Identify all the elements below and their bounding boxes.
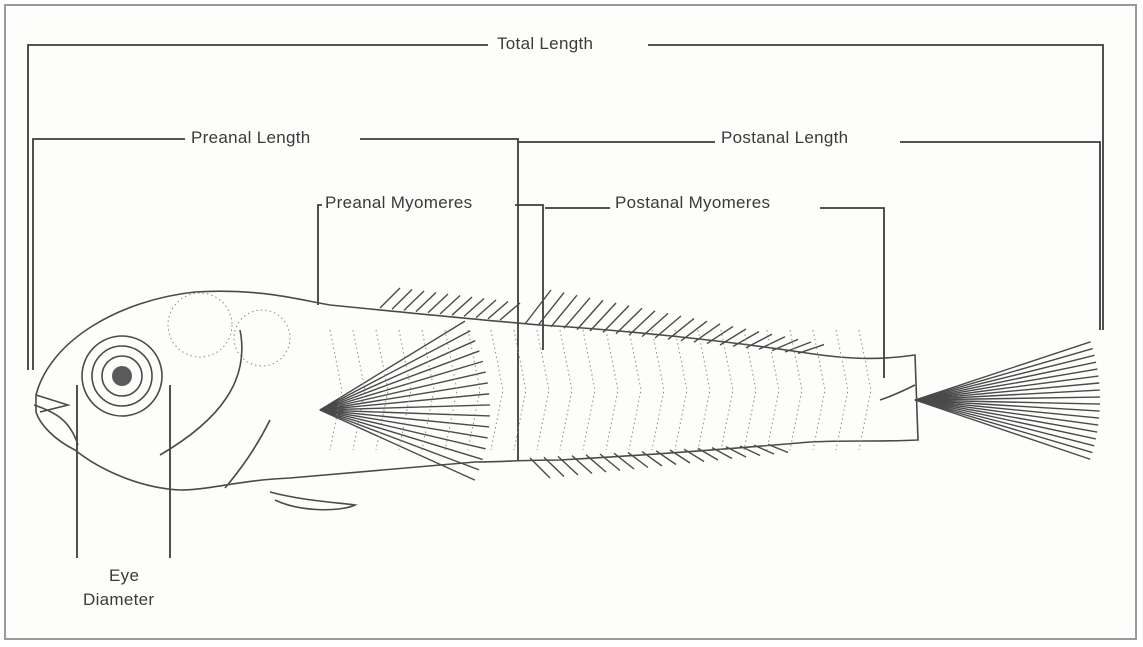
preanal-myomeres-label: Preanal Myomeres (322, 193, 475, 213)
postanal-length-bracket (518, 142, 1100, 330)
eye-label: Eye (106, 566, 142, 586)
total-length-label: Total Length (494, 34, 596, 54)
pectoral-fin (320, 321, 490, 480)
postanal-myomeres-bracket (545, 208, 884, 378)
caudal-fin (915, 342, 1100, 459)
eye-diameter-lines (77, 385, 170, 558)
diameter-label: Diameter (80, 590, 157, 610)
first-dorsal-fin (380, 288, 520, 320)
postanal-length-label: Postanal Length (718, 128, 851, 148)
anal-fin (530, 444, 788, 478)
second-dorsal-fin (525, 290, 824, 353)
preanal-myomeres-bracket (318, 205, 543, 350)
fish-eye (82, 336, 162, 416)
fish-body (34, 291, 918, 510)
postanal-myomeres-label: Postanal Myomeres (612, 193, 773, 213)
preanal-length-label: Preanal Length (188, 128, 314, 148)
cranial-outlines (168, 293, 290, 366)
